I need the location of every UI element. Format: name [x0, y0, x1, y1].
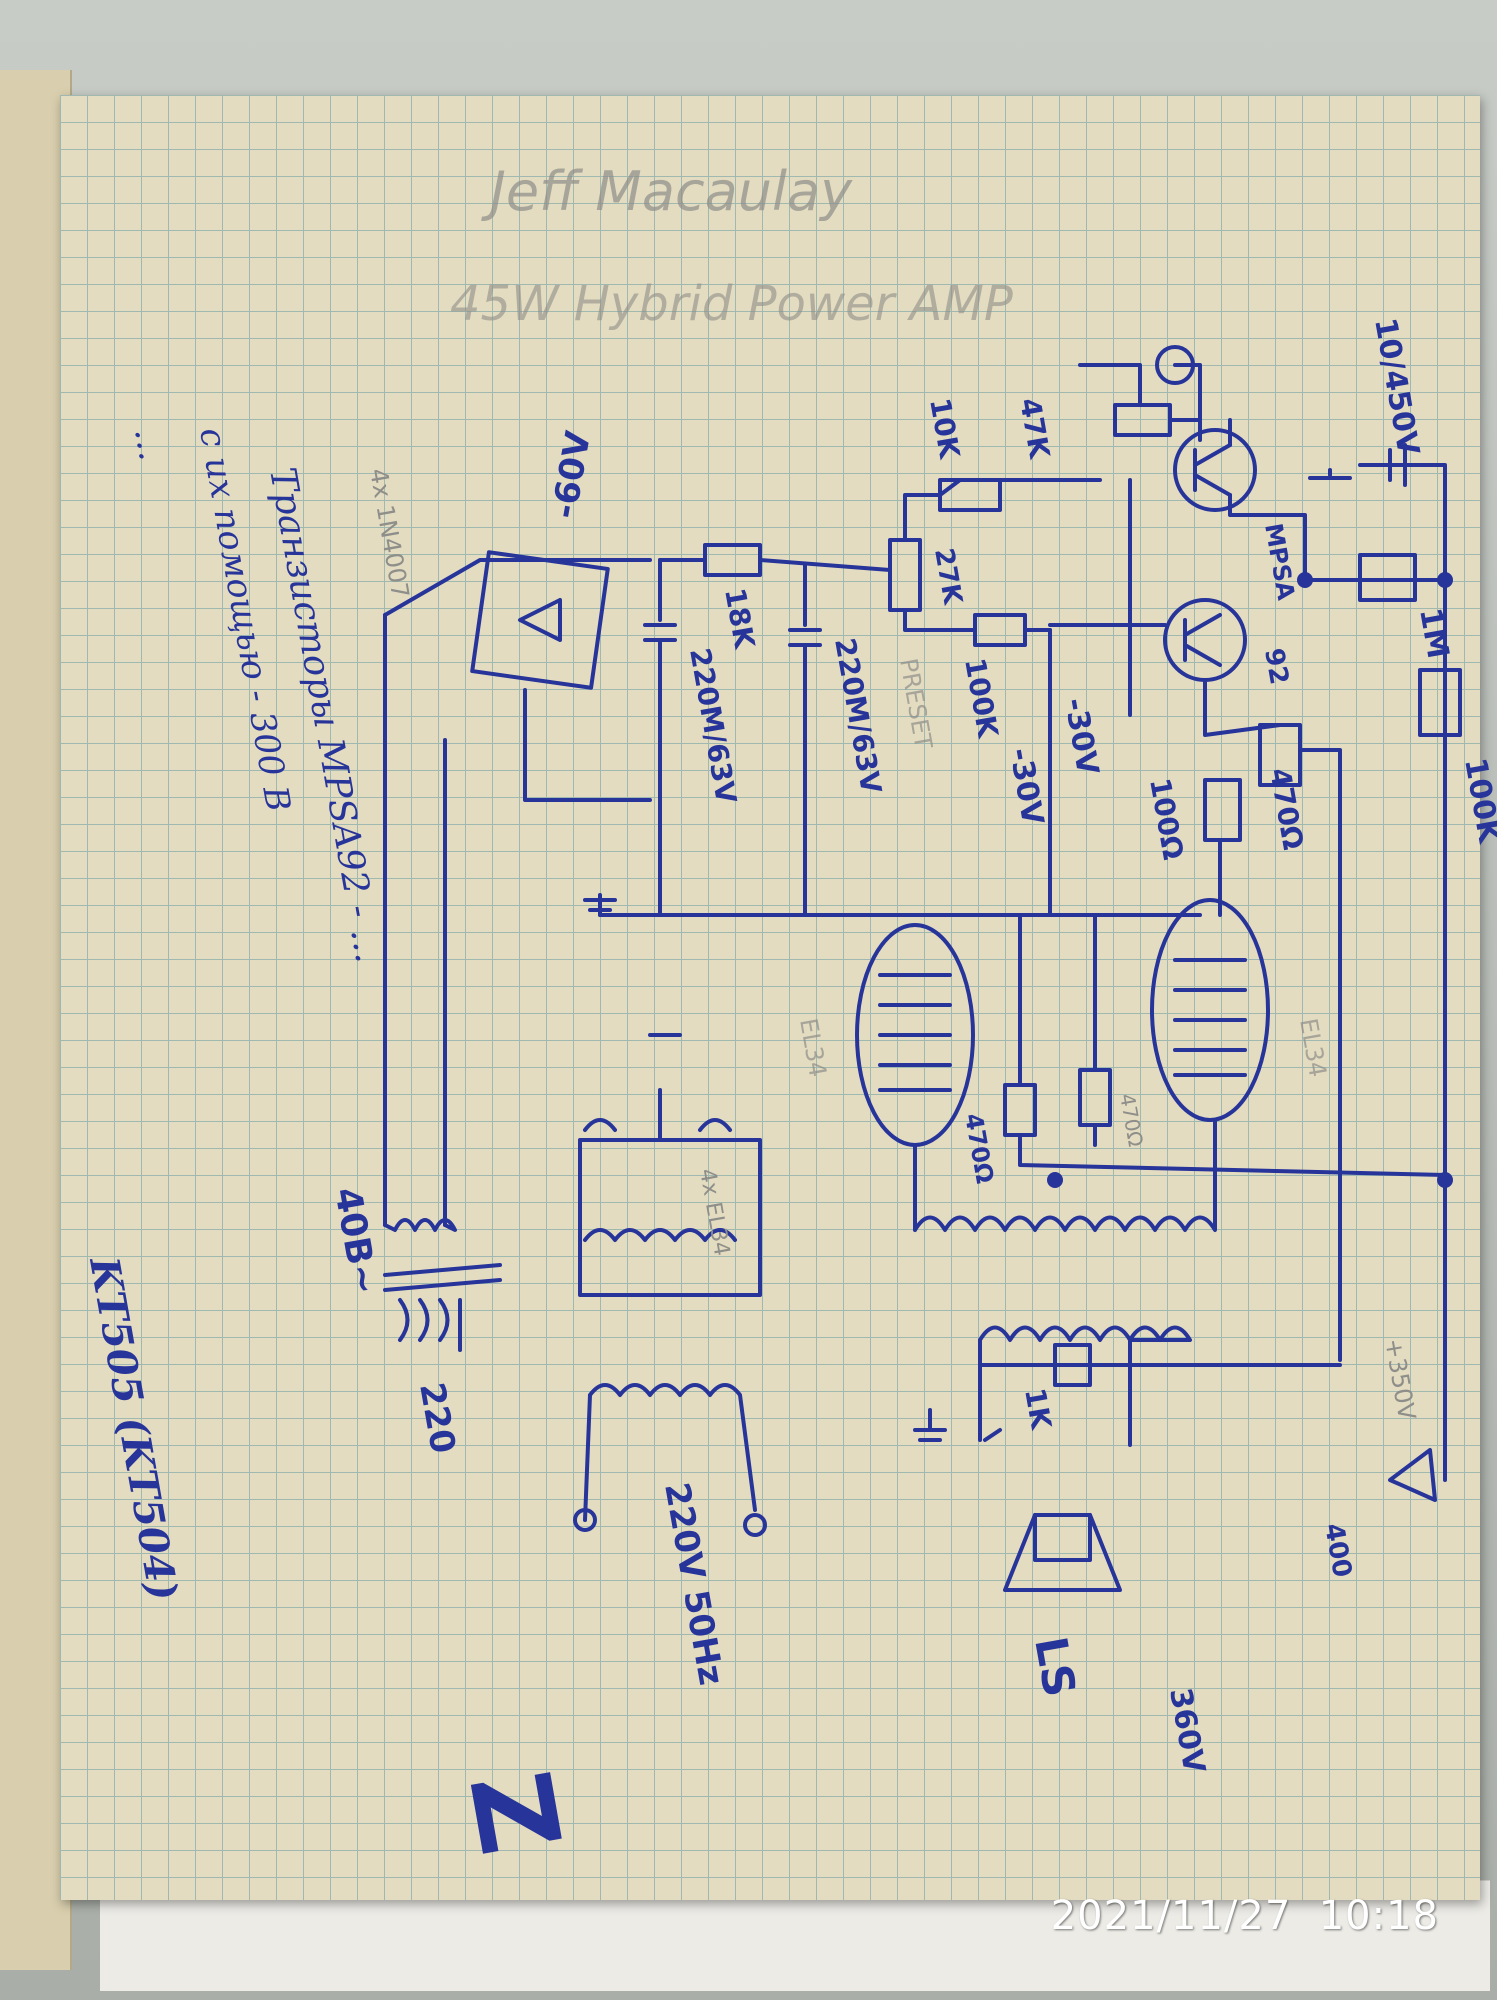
note-line-3: ...: [126, 425, 171, 464]
tube-right-label: EL34: [1294, 1016, 1332, 1079]
transformer-mains-winding: [398, 1298, 462, 1352]
cap-220m-2: [788, 563, 822, 917]
preset-pot: [888, 538, 922, 612]
voltage-220-label: 220: [411, 1380, 463, 1457]
resistor-18k: [703, 543, 762, 577]
transformer-wires: [383, 613, 652, 1227]
ht-transformer-windings: [583, 1118, 737, 1242]
bridge-rectifier: [470, 550, 610, 690]
resistor-100k: [973, 613, 1027, 647]
junction-q2: [1297, 572, 1313, 588]
note-line-4: KT505 (KT504): [80, 1253, 187, 1605]
subtitle-title: 45W Hybrid Power AMP: [450, 276, 1013, 332]
grid-wires: [1018, 913, 1447, 1177]
preset-label: PRESET: [894, 656, 938, 751]
wire-to-preset: [758, 558, 892, 572]
transistor-2: [1163, 598, 1247, 682]
cap-400-label: 400: [1318, 1521, 1357, 1580]
resistor-470-c: [1078, 1068, 1112, 1127]
filament-winding: [383, 1218, 457, 1232]
junction-b-plus: [1437, 1172, 1453, 1188]
resistor-1k: [1053, 1343, 1092, 1387]
resistor-470-b-label: 470Ω: [959, 1111, 999, 1185]
wire-47k: [1078, 363, 1202, 442]
preset-27k-label: 27K: [928, 546, 967, 608]
timestamp-time: 10:18: [1318, 1893, 1439, 1939]
cap-10-450-label: 10/450V: [1367, 315, 1426, 458]
bridge-label: 4x 1N4007: [364, 466, 414, 600]
resistor-100k-label: 100K: [958, 655, 1005, 741]
diode-symbol: [518, 598, 562, 642]
resistor-10k-label: 10K: [923, 395, 966, 462]
minus-60v-rail: [383, 558, 652, 617]
resistor-100k-b-label: 100K: [1457, 755, 1497, 847]
mains-terminal-left: [573, 1508, 597, 1532]
upper-wire: [903, 478, 1102, 542]
tube-right: [1150, 898, 1270, 1122]
minus-30v-b-label: -30V: [1002, 745, 1050, 828]
graph-paper-page: [60, 95, 1480, 1900]
resistor-470-label: 470Ω: [1263, 765, 1310, 852]
output-ground: [913, 1408, 1002, 1442]
resistor-1m-label: 1M: [1412, 605, 1455, 661]
resistor-47k-label: 47K: [1013, 395, 1056, 462]
transistor-2-symbol: [1183, 613, 1222, 667]
resistor-10k: [938, 478, 1002, 512]
ht-transformer-frame: [578, 1033, 762, 1297]
cap-220m-1: [643, 558, 677, 917]
hv-rectifier: [1388, 1448, 1437, 1502]
transistor-1-symbol: [1193, 443, 1232, 497]
timestamp-date: 2021/11/27: [1050, 1893, 1292, 1939]
resistor-47k: [1113, 403, 1172, 437]
speaker-label: LS: [1024, 1633, 1085, 1701]
speaker-magnet: [1033, 1513, 1092, 1562]
transformer-core: [383, 1263, 502, 1292]
cap-220m-1-label: 220M/63V: [683, 645, 743, 806]
junction-1m: [1437, 572, 1453, 588]
minus-30v-a-label: -30V: [1057, 695, 1105, 778]
resistor-470-c-label: 470Ω: [1115, 1092, 1148, 1149]
transistor-wires: [1048, 418, 1307, 717]
tube-left-grids: [878, 973, 952, 1092]
transistor-1: [1173, 428, 1257, 512]
resistor-100k-b: [1418, 668, 1462, 737]
secondary-wires: [978, 1338, 1342, 1442]
voltage-360-label: 360V: [1162, 1685, 1212, 1776]
minus-60v-label: -60V: [544, 428, 599, 522]
mains-label: 220V 50Hz: [656, 1480, 731, 1689]
resistor-100: [1203, 778, 1242, 842]
resistor-470-b: [1003, 1083, 1037, 1137]
junction-ct: [1047, 1172, 1063, 1188]
photo-timestamp: 2021/11/27 10:18: [1051, 1893, 1439, 1939]
voltage-40b-label: 40B~: [326, 1184, 385, 1297]
cap-10-450: [1388, 443, 1407, 487]
output-transformer-primary: [913, 1118, 1217, 1232]
input-wire: [1173, 363, 1202, 422]
mains-primary: [583, 1383, 757, 1522]
voltage-350-label: +350V: [1379, 1336, 1421, 1423]
ground-symbol: [583, 893, 617, 917]
wire-100k: [903, 608, 1052, 632]
resistor-1m: [1358, 553, 1417, 602]
author-title: Jeff Macaulay: [481, 160, 853, 223]
tube-left-label: EL34: [794, 1016, 832, 1079]
resistor-100-label: 100Ω: [1143, 775, 1190, 862]
tube-right-grids: [1173, 958, 1247, 1077]
z-mark: Z: [444, 1762, 584, 1863]
cap-ground: [1308, 468, 1352, 480]
transistor-92-label: 92: [1258, 646, 1294, 687]
resistor-1k-label: 1K: [1018, 1385, 1058, 1433]
output-transformer-secondary: [978, 1325, 1192, 1447]
cap-220m-2-label: 220M/63V: [828, 635, 888, 796]
ht-4x-el34-label: 4x EL34: [694, 1167, 734, 1258]
mains-terminal-right: [743, 1513, 767, 1537]
speaker-cone: [1003, 1513, 1122, 1592]
transistor-mpsa-label: MPSA: [1259, 521, 1300, 602]
resistor-18k-label: 18K: [718, 585, 761, 652]
